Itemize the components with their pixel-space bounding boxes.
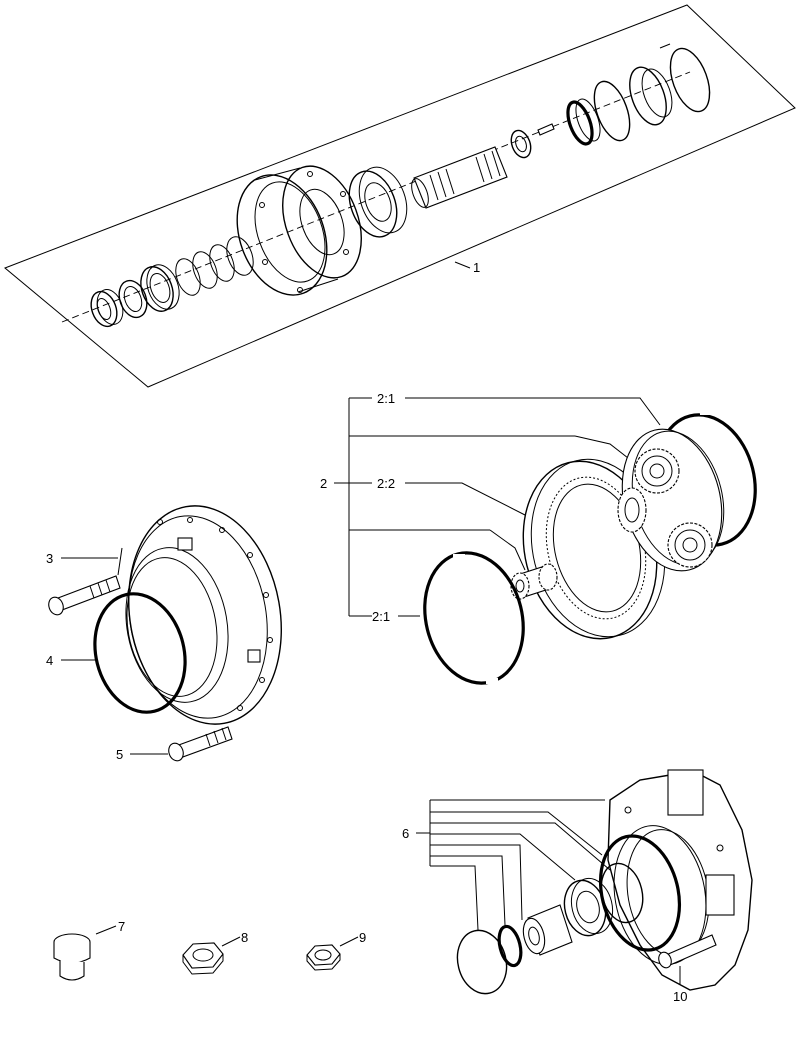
leader-6-ring xyxy=(430,855,506,926)
nut-9 xyxy=(306,944,341,971)
bearing-6 xyxy=(563,877,614,937)
seal-ring xyxy=(90,289,124,328)
hub-housing xyxy=(236,165,362,296)
motor-mount-group: 6 10 xyxy=(402,769,753,1004)
o-ring xyxy=(192,251,218,289)
leader-7 xyxy=(95,925,117,935)
callout-3: 3 xyxy=(46,551,53,566)
sleeve-6 xyxy=(522,904,573,956)
leader-6-snap-ring xyxy=(430,865,479,931)
callout-2-1-top: 2:1 xyxy=(377,391,395,406)
callout-6: 6 xyxy=(402,826,409,841)
mount-housing xyxy=(607,769,753,991)
ball-bearing xyxy=(348,166,408,238)
retainer xyxy=(629,66,673,126)
callout-1: 1 xyxy=(473,260,480,275)
planet-gear xyxy=(617,487,647,533)
o-ring xyxy=(175,258,201,296)
leader-1 xyxy=(454,261,471,269)
leader-2-1-top xyxy=(405,397,661,426)
callout-7: 7 xyxy=(118,919,125,934)
o-ring-6 xyxy=(598,834,682,952)
leader-6-sleeve xyxy=(430,844,523,921)
ring-6 xyxy=(497,924,523,968)
callout-10: 10 xyxy=(673,989,687,1004)
callout-2-2: 2:2 xyxy=(377,476,395,491)
callout-5: 5 xyxy=(116,747,123,762)
tapered-bearing xyxy=(140,264,180,312)
assembly-2-group: 2 2:1 2:2 2:1 xyxy=(320,391,757,685)
assembly-1-frame xyxy=(4,4,796,388)
pin xyxy=(537,123,555,136)
o-ring-4 xyxy=(93,592,187,714)
cover-group: 3 4 5 xyxy=(46,505,282,762)
callout-9: 9 xyxy=(359,930,366,945)
leader-2-sun xyxy=(489,529,526,571)
snap-ring-gap xyxy=(659,43,671,49)
plug-7 xyxy=(53,933,91,981)
leader-2-carrier xyxy=(574,435,629,459)
cap-screw xyxy=(168,726,233,762)
nut-8 xyxy=(182,942,224,975)
thin-ring xyxy=(118,279,148,319)
leader-9 xyxy=(339,936,359,947)
small-bearing xyxy=(510,129,532,159)
cover-housing xyxy=(117,505,282,725)
snap-ring-2-1-bottom xyxy=(423,551,525,685)
seal-6 xyxy=(600,862,644,924)
callout-2: 2 xyxy=(320,476,327,491)
leader-6-bearing xyxy=(430,833,576,881)
o-ring xyxy=(226,236,254,276)
callout-8: 8 xyxy=(241,930,248,945)
o-ring-large xyxy=(593,80,631,142)
leader-6-seal xyxy=(430,822,611,871)
snap-ring xyxy=(669,47,711,113)
leader-2-2 xyxy=(405,482,526,516)
planet-gear xyxy=(634,448,680,494)
cup-ring xyxy=(566,98,601,146)
cap-screw-10 xyxy=(658,934,717,969)
callout-4: 4 xyxy=(46,653,53,668)
leader-6-o-ring xyxy=(430,811,603,856)
leader-8 xyxy=(221,936,241,947)
sun-gear xyxy=(510,563,558,600)
o-ring xyxy=(209,244,235,282)
callout-2-1-bottom: 2:1 xyxy=(372,609,390,624)
planet-gear xyxy=(667,522,713,568)
cap-screw xyxy=(48,575,121,616)
assembly-1-group: 1 xyxy=(4,4,796,388)
splined-shaft xyxy=(411,146,508,209)
snap-ring-6 xyxy=(456,929,508,995)
